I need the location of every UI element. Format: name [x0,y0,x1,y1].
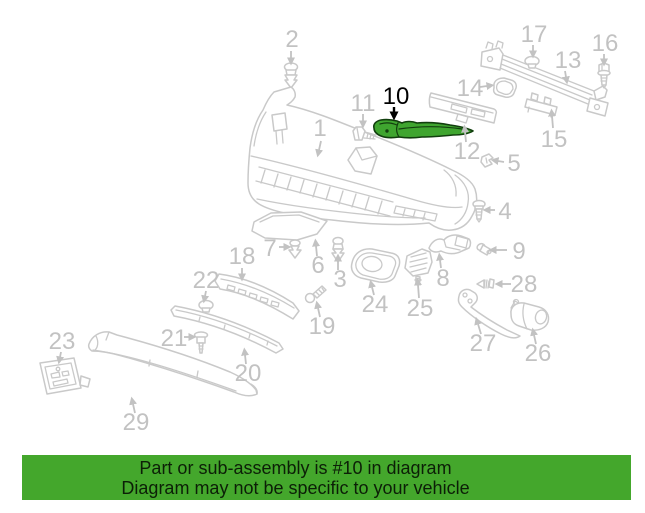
part-27-fog-bracket-drawing [457,288,521,339]
banner-line-1: Part or sub-assembly is #10 in diagram [139,458,452,478]
part-12-arrow [461,124,470,143]
part-12-absorber-drawing [428,92,498,124]
part-23-license-bracket-drawing [39,357,91,395]
part-19-label: 19 [309,313,336,340]
part-11-bolt-drawing [352,126,377,141]
part-22-label: 22 [193,267,220,294]
part-8-arrow [436,252,445,269]
part-24-label: 24 [362,291,389,318]
part-21-bolt-drawing [193,331,209,354]
part-25-bracket-drawing [404,248,433,285]
part-20-arrow [241,347,250,365]
part-7-clip-drawing [288,239,302,259]
part-5-clip-drawing [480,153,494,168]
part-16-bolt-drawing [597,62,611,89]
part-5-label: 5 [507,150,520,177]
part-20-molding-drawing [170,305,284,354]
banner-line-2: Diagram may not be specific to your vehi… [121,477,470,498]
part-6-label: 6 [311,252,324,279]
part-25-arrow [414,277,423,299]
part-18-label: 18 [229,243,256,270]
part-28-screw-drawing [476,278,495,289]
part-16-label: 16 [592,30,619,57]
part-17-cap-drawing [524,55,540,69]
part-11-label: 11 [351,90,376,117]
part-12-label: 12 [454,138,481,165]
part-19-arrow [314,300,323,318]
part-1-label: 1 [313,115,326,142]
part-9-pin-drawing [476,242,492,256]
part-28-label: 28 [511,271,538,298]
part-6-under-cover-drawing [251,211,328,241]
part-19-bolt-drawing [304,285,327,304]
part-6-arrow [312,238,321,257]
part-15-label: 15 [541,126,568,153]
part-18-lower-grille-drawing [214,273,300,320]
part-25-label: 25 [407,295,434,322]
part-4-label: 4 [498,198,511,225]
part-29-arrow [129,396,138,414]
part-15-arrow [548,108,557,129]
part-13-reinforcement-beam-drawing [480,40,609,117]
part-8-bracket-drawing [428,234,472,255]
part-13-arrow [561,70,570,85]
part-26-fog-lamp-drawing [510,298,550,331]
part-27-arrow [474,316,482,335]
part-9-label: 9 [512,238,525,265]
part-14-pad-drawing [492,77,517,98]
part-4-bolt-drawing [472,199,486,223]
part-24-fog-bezel-drawing [350,248,401,283]
part-20-label: 20 [235,360,262,387]
part-13-label: 13 [555,47,582,74]
part-3-clip-drawing [331,236,345,263]
part-2-label: 2 [285,26,298,53]
part-10-spoiler-highlighted [373,118,474,139]
part-26-label: 26 [525,340,552,367]
part-23-arrow [56,351,65,365]
part-17-label: 17 [521,21,548,48]
part-27-label: 27 [470,330,497,357]
part-26-arrow [530,327,539,345]
part-8-label: 8 [436,265,449,292]
part-10-label: 10 [383,83,410,110]
part-22-cap-drawing [198,299,214,313]
part-3-label: 3 [333,266,346,293]
part-2-clip-drawing [283,62,299,89]
part-22-arrow [201,290,210,304]
part-29-front-spoiler-drawing [87,331,258,397]
part-24-arrow [368,279,377,296]
part-29-label: 29 [123,409,150,436]
diagram-linework [39,40,611,397]
part-14-label: 14 [457,75,484,102]
part-14-arrow [479,82,495,91]
part-23-label: 23 [49,328,76,355]
part-15-bracket-drawing [524,92,558,118]
part-7-label: 7 [263,235,276,262]
banner: Part or sub-assembly is #10 in diagram D… [22,455,631,500]
banner-text: Part or sub-assembly is #10 in diagram D… [22,458,569,498]
part-1-arrow [315,140,324,158]
part-21-label: 21 [161,325,188,352]
part-5-arrow [490,157,505,166]
